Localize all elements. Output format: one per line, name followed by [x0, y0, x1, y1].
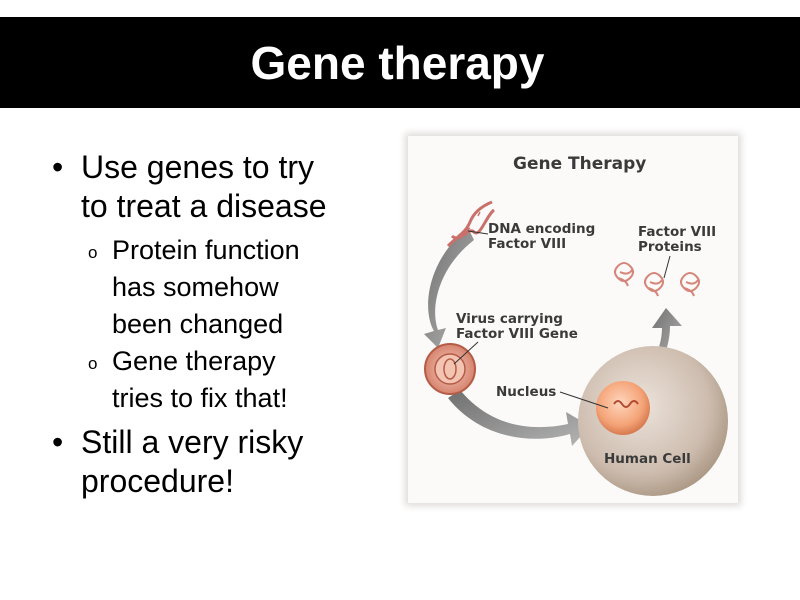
bullet-line: procedure! [81, 463, 234, 499]
sub-bullet-marker: o [88, 354, 98, 373]
label-dna-line2: Factor VIII [488, 236, 566, 252]
label-dna-line1: DNA encoding [488, 221, 595, 237]
cycle-arrow-left [424, 228, 474, 348]
bullet-marker: • [52, 149, 64, 185]
title-bar: Gene therapy [0, 17, 800, 108]
sub-bullet-line: Protein function [112, 235, 300, 265]
protein-pointer-line [663, 255, 671, 279]
label-human-cell: Human Cell [604, 451, 691, 467]
cycle-arrow-bottom [448, 390, 590, 446]
diagram-canvas: Gene Therapy DNA encoding Factor VIII Fa… [424, 154, 728, 496]
sub-bullet-item: o Protein function has somehow been chan… [88, 232, 382, 343]
bullet-marker: • [52, 424, 64, 460]
sub-bullet-marker: o [88, 243, 98, 262]
sub-bullet-line: has somehow [112, 272, 279, 302]
bullet-line: Still a very risky [81, 424, 304, 460]
sub-bullet-list: o Protein function has somehow been chan… [88, 232, 382, 417]
nucleus-icon [596, 381, 650, 435]
bullet-item: • Still a very risky procedure! [52, 423, 382, 501]
sub-bullet-line: Gene therapy [112, 346, 276, 376]
gene-therapy-diagram: Gene Therapy DNA encoding Factor VIII Fa… [408, 136, 738, 503]
label-proteins-line2: Proteins [638, 239, 702, 255]
sub-bullet-line: tries to fix that! [112, 383, 288, 413]
slide-title: Gene therapy [250, 36, 545, 89]
label-nucleus: Nucleus [496, 384, 556, 400]
protein-icon [614, 262, 700, 297]
nucleus-pointer-line [559, 391, 609, 409]
bullet-list: • Use genes to try to treat a disease o … [52, 148, 382, 501]
inserted-gene-icon [613, 400, 639, 408]
sub-bullet-line: been changed [112, 309, 284, 339]
diagram-title: Gene Therapy [513, 154, 646, 174]
bullet-line: to treat a disease [81, 188, 327, 224]
sub-bullet-item: o Gene therapy tries to fix that! [88, 343, 382, 417]
label-virus-line2: Factor VIII Gene [456, 326, 578, 342]
bullet-item: • Use genes to try to treat a disease [52, 148, 382, 226]
label-proteins-line1: Factor VIII [638, 224, 716, 240]
dna-pointer-line [467, 230, 489, 235]
virus-pointer-line [453, 341, 479, 365]
label-virus-line1: Virus carrying [456, 311, 563, 327]
bullet-line: Use genes to try [81, 149, 314, 185]
